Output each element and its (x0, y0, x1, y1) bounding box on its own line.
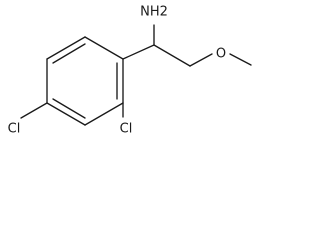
ring-bond-c5-c6 (46, 36, 86, 60)
atom-labels: NH2 O Cl Cl (8, 5, 226, 137)
bond-ring-to-alpha-carbon (122, 44, 155, 60)
chemical-structure-diagram: NH2 O Cl Cl (8, 5, 252, 137)
ring-double-bond-c3-c4 (52, 98, 86, 119)
ring-bond-c3-c4 (46, 102, 86, 126)
ring-bond-c6-c1 (84, 36, 124, 60)
bond-ring-to-chlorine-left (20, 102, 48, 119)
chlorine-right-label: Cl (120, 122, 133, 137)
bond-lines (20, 24, 252, 126)
ring-double-bond-c5-c6 (52, 43, 86, 64)
bond-methylene-to-oxygen (189, 53, 213, 67)
ether-oxygen-label: O (216, 47, 226, 62)
bond-oxygen-to-methyl (229, 53, 252, 66)
ring-bond-c2-c3 (84, 102, 124, 126)
bond-alpha-carbon-to-methylene (153, 44, 191, 67)
amine-label: NH2 (140, 5, 168, 20)
chlorine-left-label: Cl (8, 122, 21, 137)
